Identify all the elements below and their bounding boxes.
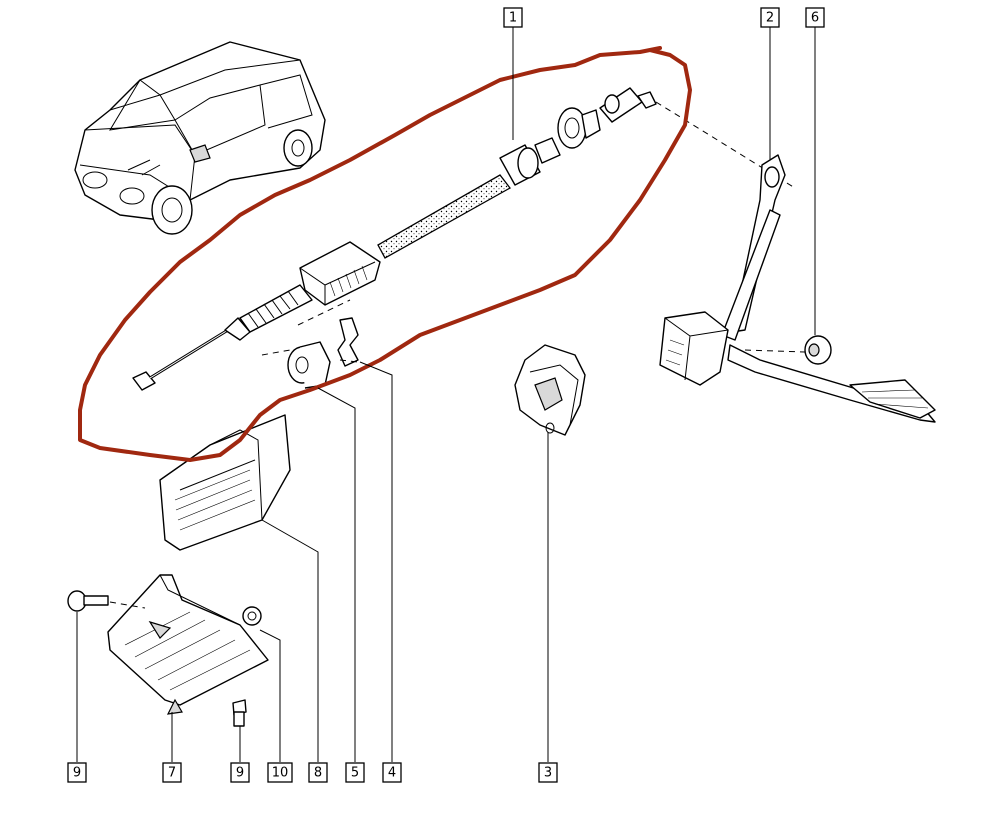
callout-8: 8 <box>308 762 328 783</box>
svg-text:6: 6 <box>811 11 819 26</box>
svg-text:3: 3 <box>544 766 552 781</box>
cable-adjuster <box>299 241 381 306</box>
callout-5: 5 <box>345 762 365 783</box>
callout-1: 1 <box>503 7 523 28</box>
cable-grommet <box>557 107 601 149</box>
svg-text:9: 9 <box>236 766 244 781</box>
callout-3: 3 <box>538 762 558 783</box>
svg-text:1: 1 <box>509 11 517 26</box>
highlight-outline <box>78 46 692 462</box>
callout-9-right: 9 <box>230 762 250 783</box>
clutch-pedal <box>659 154 936 423</box>
svg-text:5: 5 <box>351 766 359 781</box>
screw <box>232 699 247 727</box>
pedal-cover <box>159 414 291 551</box>
svg-text:8: 8 <box>314 766 322 781</box>
callout-7: 7 <box>162 762 182 783</box>
mounting-bracket <box>514 344 586 436</box>
callout-4: 4 <box>382 762 402 783</box>
grommet <box>261 341 359 389</box>
callout-2: 2 <box>760 7 780 28</box>
car-illustration <box>74 41 326 235</box>
bolt <box>67 590 146 612</box>
washer <box>744 335 832 365</box>
svg-text:9: 9 <box>73 766 81 781</box>
heat-shield <box>107 574 269 715</box>
nut <box>242 606 262 626</box>
cable-bellows <box>239 284 313 333</box>
svg-text:7: 7 <box>168 766 176 781</box>
svg-text:2: 2 <box>766 11 774 26</box>
svg-text:4: 4 <box>388 766 396 781</box>
callout-10: 10 <box>267 762 293 783</box>
callout-9-left: 9 <box>67 762 87 783</box>
retaining-clip <box>297 299 359 367</box>
leader-lines <box>76 27 816 762</box>
callout-6: 6 <box>805 7 825 28</box>
svg-text:10: 10 <box>272 766 289 781</box>
